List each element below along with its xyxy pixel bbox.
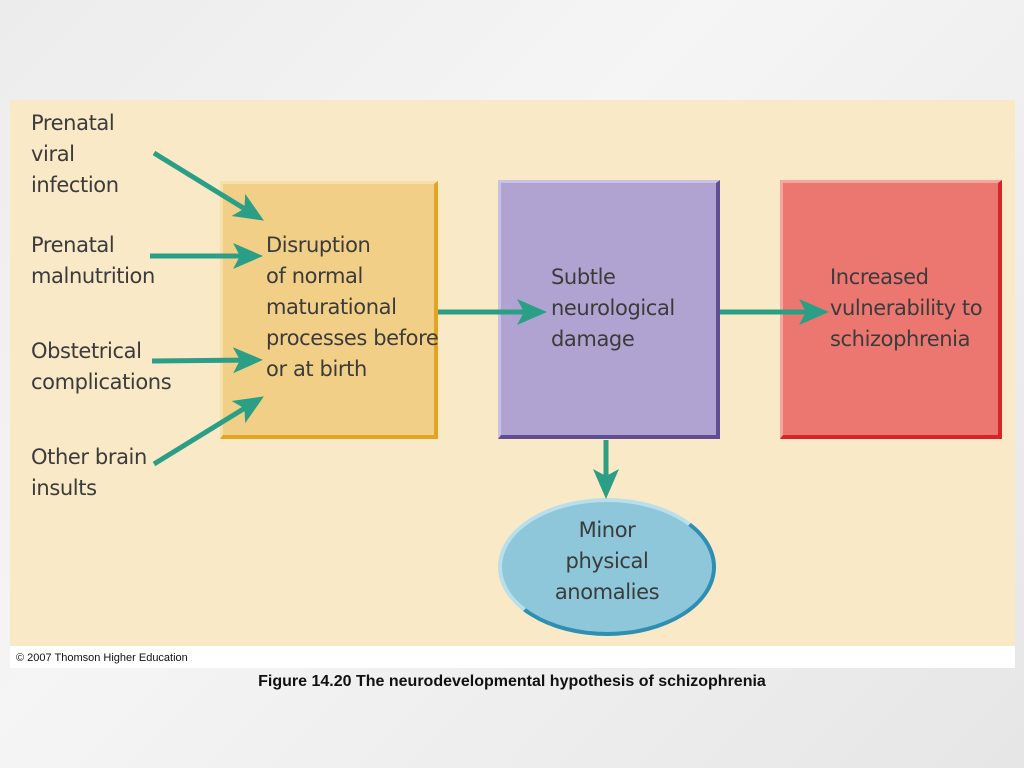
physical-anomalies-label: Minor physical anomalies	[554, 518, 660, 604]
neurological-damage-label: Subtle neurological damage	[551, 265, 675, 351]
copyright-text: © 2007 Thomson Higher Education	[16, 652, 188, 664]
disruption-box	[220, 181, 438, 439]
input-prenatal-viral-infection: Prenatal viral infection	[31, 111, 119, 197]
physical-anomalies-ellipse	[498, 498, 716, 636]
input-obstetrical-complications: Obstetrical complications	[31, 339, 172, 394]
arrow-obstetrical-to-disruption	[151, 347, 263, 374]
arrow-viral-to-disruption	[152, 150, 264, 221]
arrow-brain-insults-to-disruption	[152, 396, 264, 467]
figure-caption: Figure 14.20 The neurodevelopmental hypo…	[258, 673, 766, 690]
input-other-brain-insults: Other brain insults	[31, 445, 147, 500]
disruption-label: Disruption of normal maturational proces…	[266, 233, 439, 381]
input-prenatal-malnutrition: Prenatal malnutrition	[31, 233, 155, 288]
vulnerability-box	[780, 180, 1002, 439]
copyright-bar: © 2007 Thomson Higher Education	[10, 646, 1015, 668]
vulnerability-label: Increased vulnerability to schizophrenia	[830, 265, 983, 351]
